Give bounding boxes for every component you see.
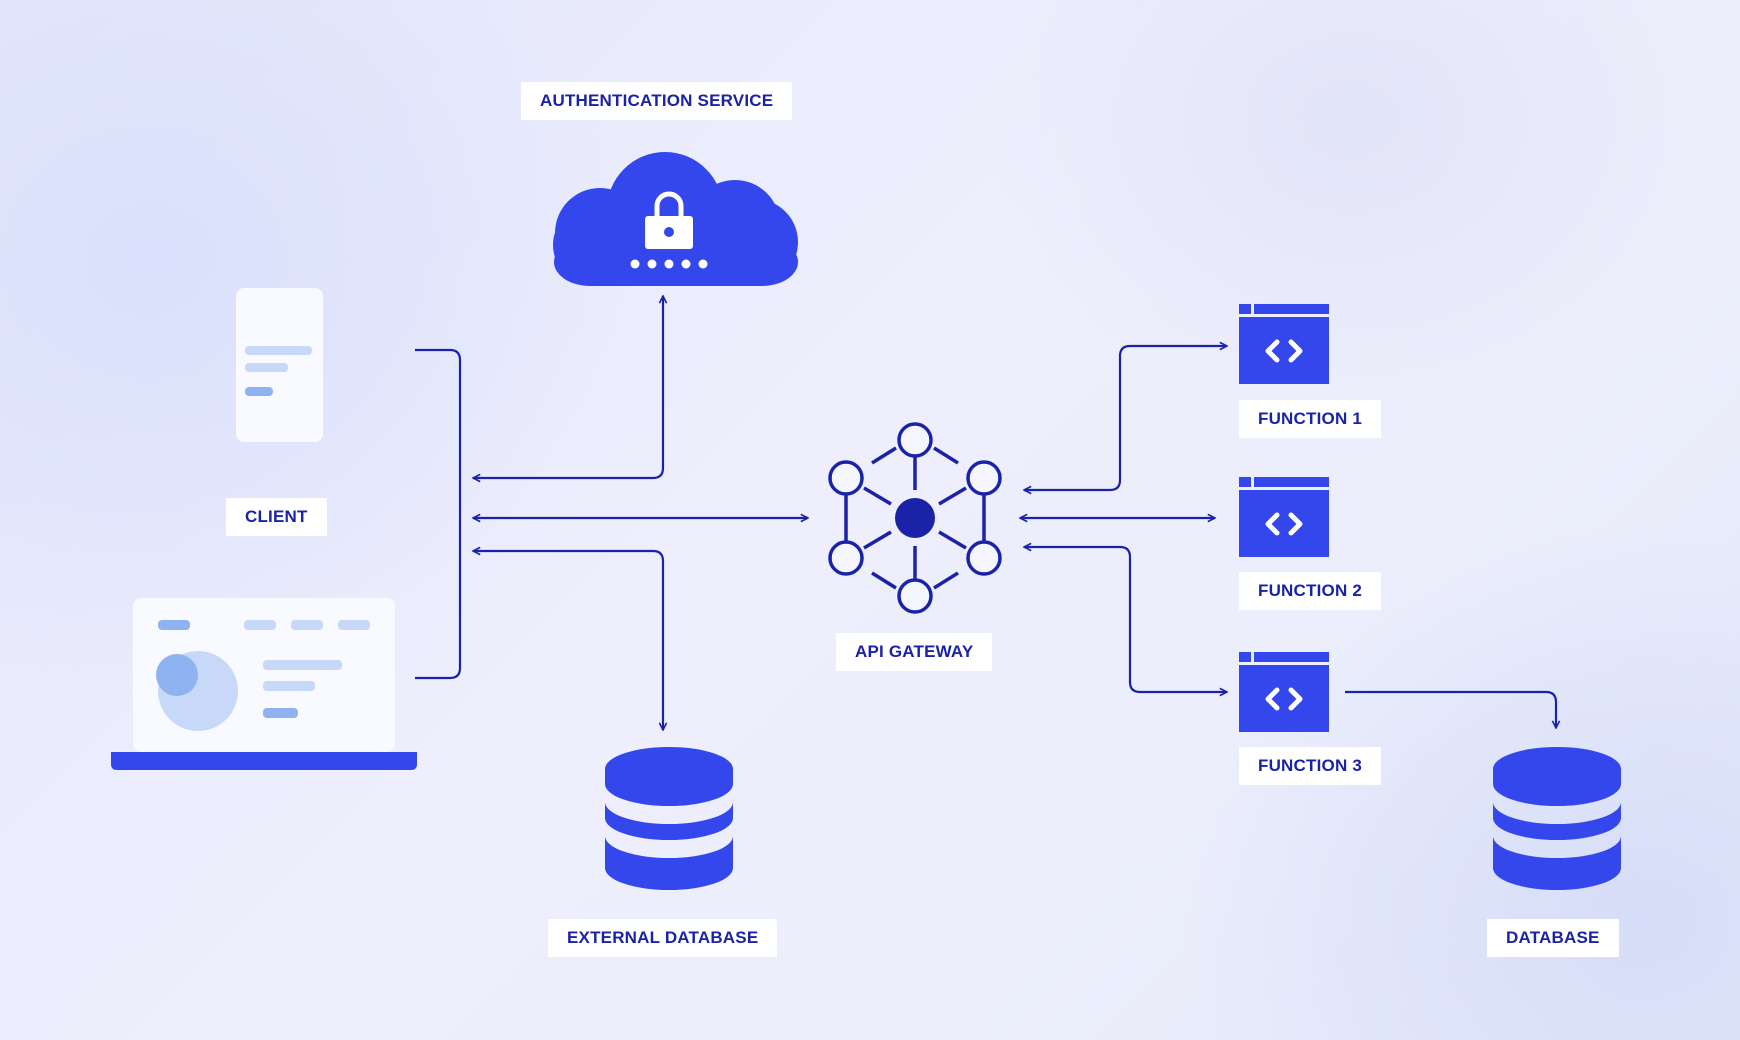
edge-auth-client (473, 296, 663, 478)
database-icon (605, 747, 733, 890)
client-label: CLIENT (226, 498, 327, 536)
api-gateway-label: API GATEWAY (836, 633, 993, 671)
code-window-icon (1239, 304, 1329, 384)
auth-service-label: AUTHENTICATION SERVICE (521, 82, 793, 120)
network-hub-icon (828, 422, 1002, 614)
function-2-label: FUNCTION 2 (1239, 572, 1381, 610)
cloud-lock-icon (553, 152, 798, 286)
edge-client-external-database (473, 551, 663, 730)
edge-gateway-function-1 (1024, 346, 1227, 490)
edge-function-3-database (1345, 690, 1556, 728)
external-database-label: EXTERNAL DATABASE (548, 919, 778, 957)
laptop-icon (111, 598, 417, 770)
lock-icon (645, 191, 693, 249)
edge-gateway-function-3 (1024, 547, 1227, 692)
code-window-icon (1239, 652, 1329, 732)
client-bracket-line (415, 348, 462, 680)
database-icon (1493, 747, 1621, 890)
code-window-icon (1239, 477, 1329, 557)
database-label: DATABASE (1487, 919, 1619, 957)
function-1-label: FUNCTION 1 (1239, 400, 1381, 438)
function-3-label: FUNCTION 3 (1239, 747, 1381, 785)
mobile-phone-icon (236, 288, 323, 442)
